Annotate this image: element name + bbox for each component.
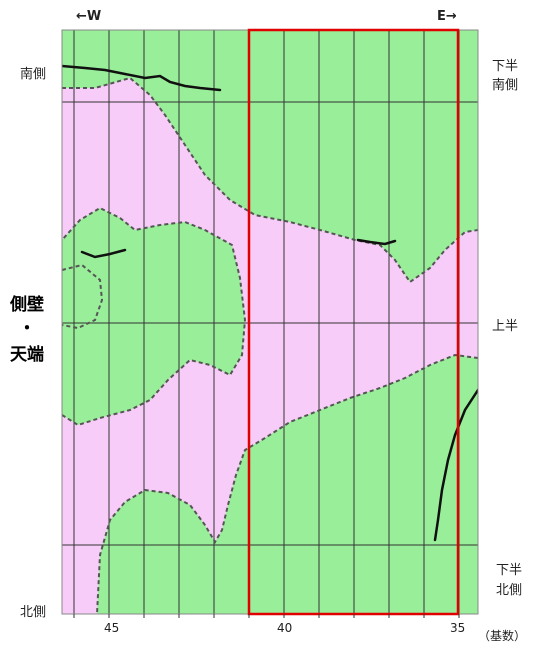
crack-right — [433, 388, 478, 542]
left-label-wall-line1: 側壁 — [10, 295, 44, 315]
right-label-upper: 上半 — [492, 319, 519, 334]
x-tick-label-45: 45 — [104, 621, 120, 635]
crack-lines — [62, 64, 478, 542]
boundary-lines — [62, 76, 478, 614]
left-label-south: 南側 — [20, 67, 47, 82]
horizontal-grid — [62, 101, 478, 546]
right-label-lower-south-1: 下半 — [492, 59, 519, 74]
crack-middle-right — [356, 238, 397, 246]
east-direction-label: E→ — [437, 9, 457, 24]
right-label-lower-north-1: 下半 — [496, 563, 523, 578]
crack-top — [62, 64, 222, 92]
right-label-lower-south-2: 南側 — [492, 78, 519, 93]
x-ticks — [73, 614, 460, 618]
crack-middle-left — [80, 248, 127, 259]
pink-region-upper — [62, 78, 478, 614]
green-blob-left — [62, 265, 102, 328]
x-axis-unit-label: （基数） — [478, 629, 527, 643]
right-label-lower-north-2: 北側 — [496, 583, 523, 598]
left-label-wall-line2: 天端 — [10, 345, 44, 365]
west-direction-label: ←W — [76, 9, 102, 24]
left-label-wall-dot: ・ — [18, 319, 36, 339]
x-tick-label-40: 40 — [277, 621, 293, 635]
x-tick-label-35: 35 — [450, 621, 466, 635]
left-label-north: 北側 — [20, 605, 47, 620]
